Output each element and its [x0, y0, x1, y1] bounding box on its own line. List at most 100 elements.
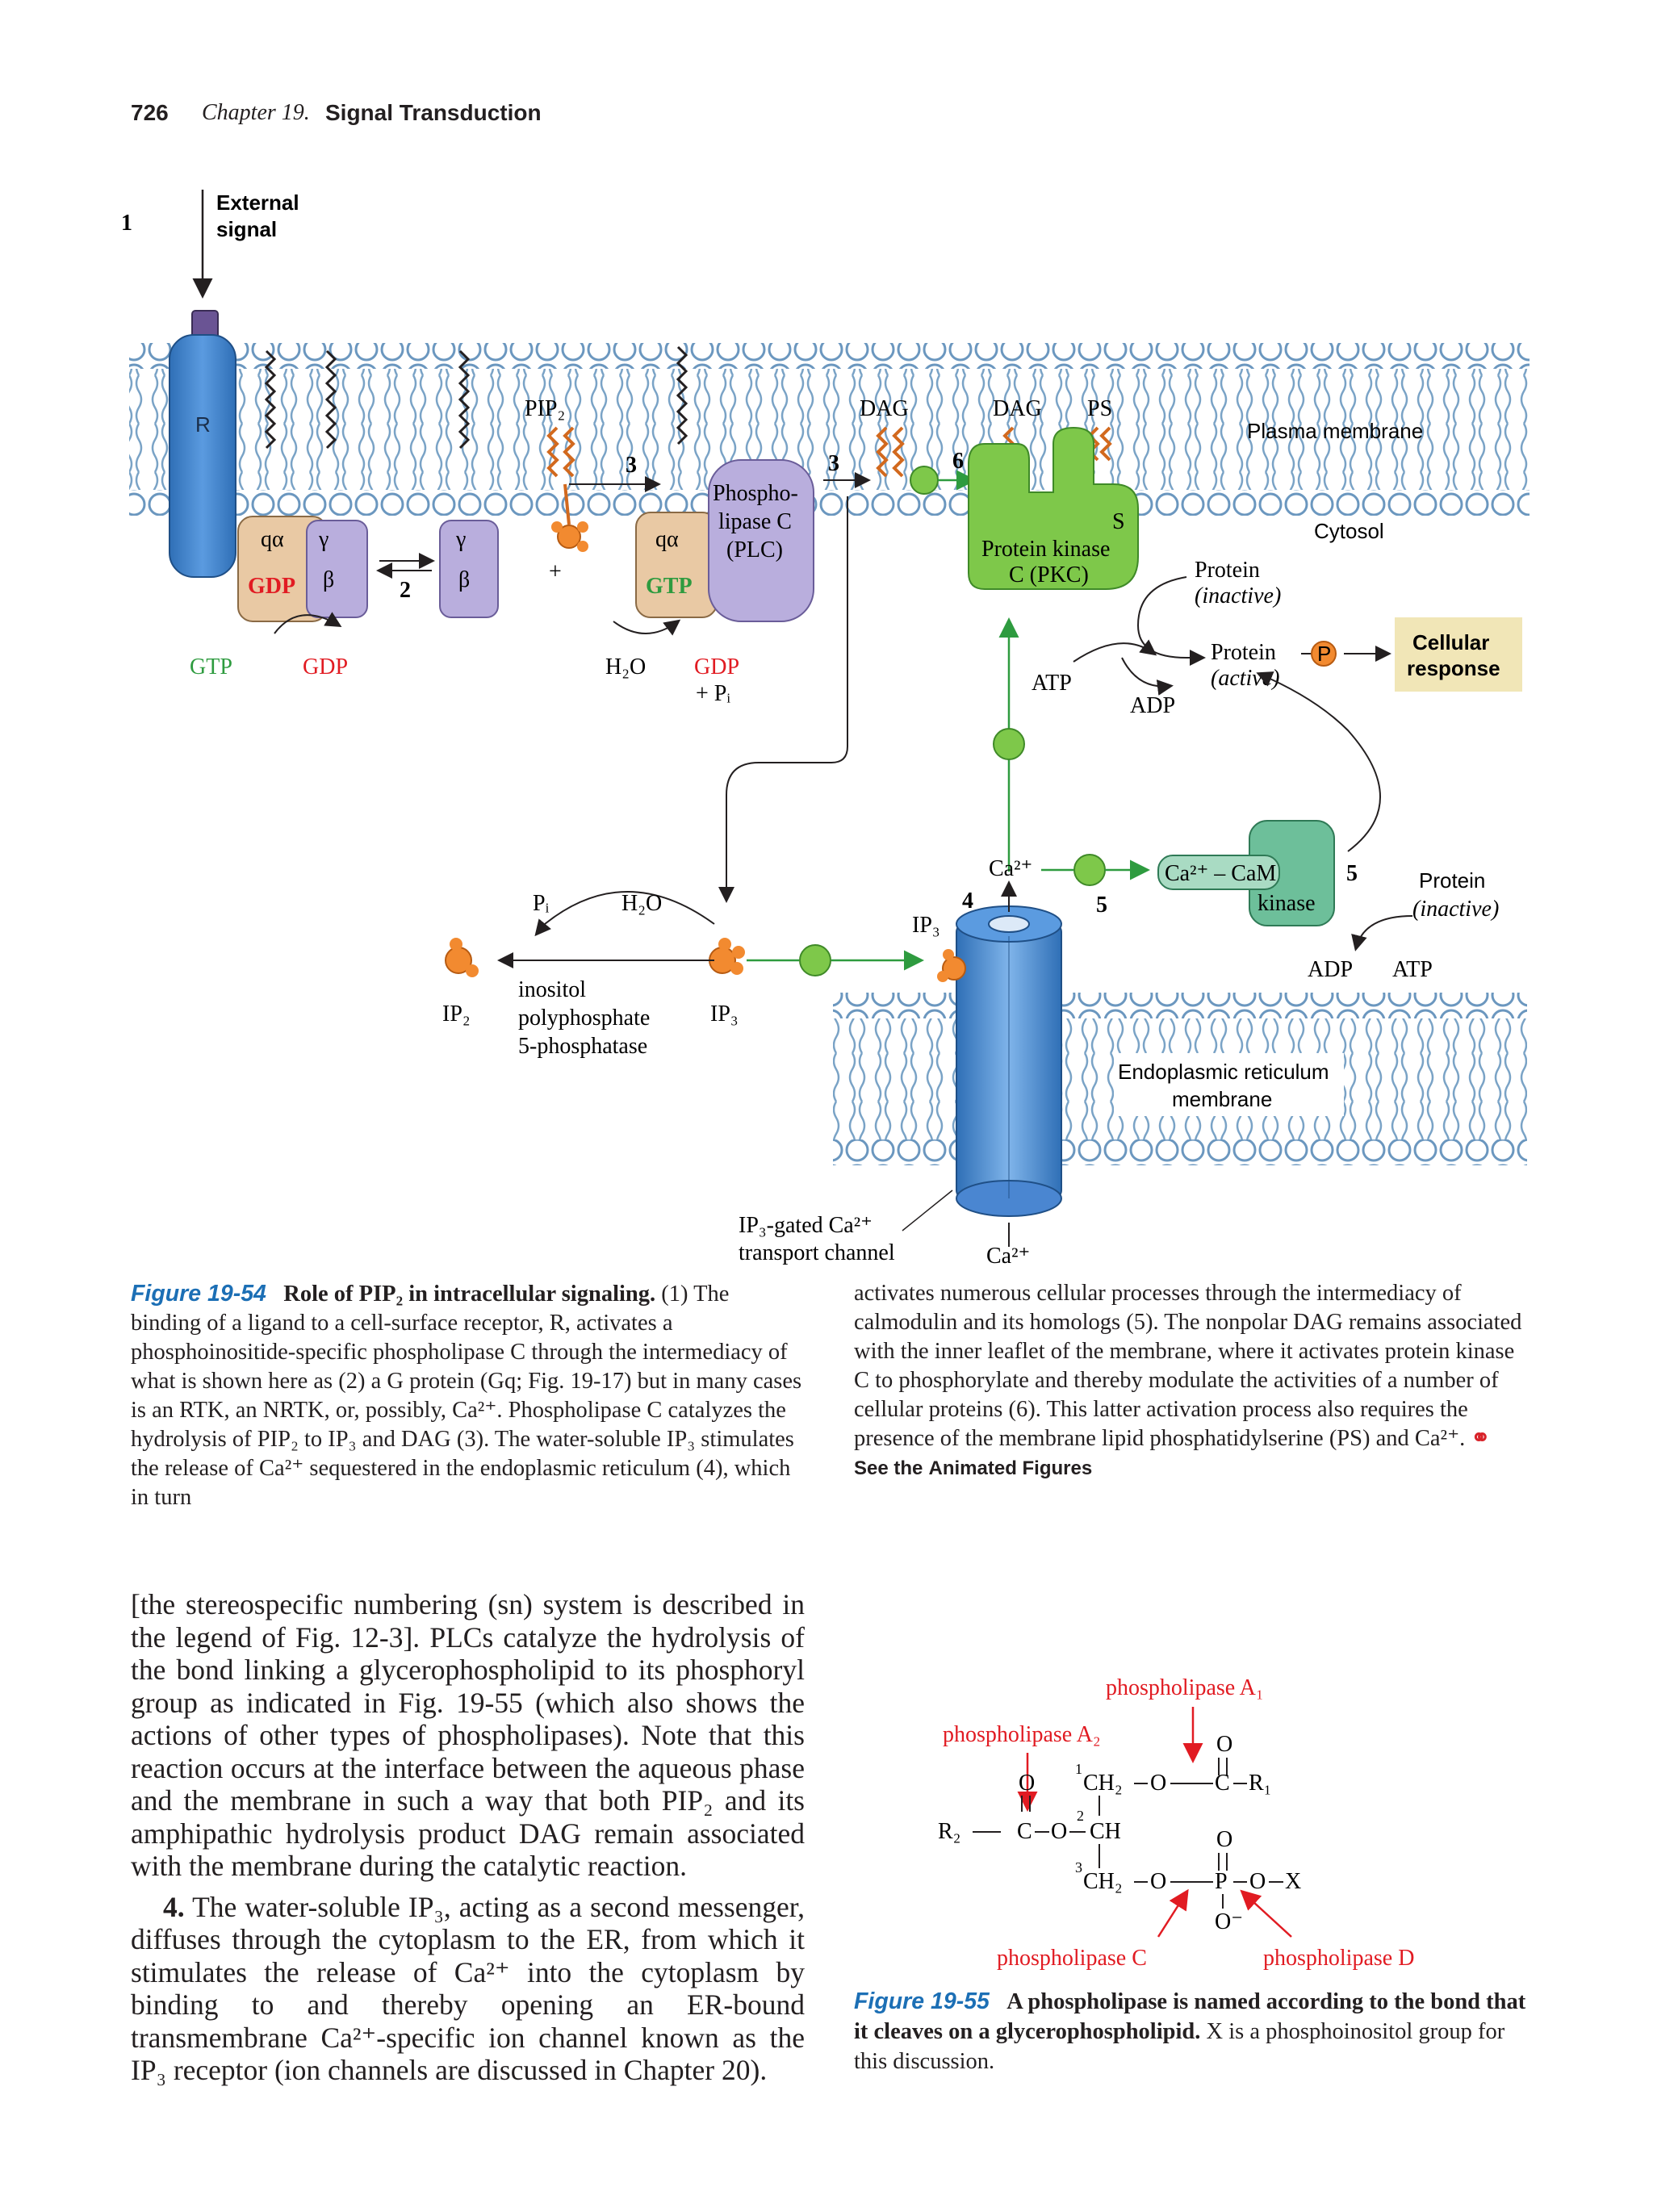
svg-text:O: O [1249, 1869, 1266, 1894]
gq-gtp-active: qα GTP [635, 512, 718, 618]
section-title: Signal Transduction [325, 100, 542, 125]
ps-label: PS [1087, 396, 1112, 421]
gdp-label: GDP [303, 654, 348, 679]
pi-release-label: + Pᵢ [696, 681, 730, 706]
ca-lower-label: Ca²⁺ [986, 1244, 1030, 1269]
gtp-label: GTP [190, 654, 232, 679]
cytosol-label: Cytosol [1314, 519, 1384, 543]
svg-text:γ: γ [455, 527, 466, 552]
figure-19-54-caption-text-right: activates numerous cellular processes th… [854, 1281, 1522, 1451]
svg-text:CH: CH [1090, 1819, 1121, 1844]
figure-19-54-title: Role of PIP₂ in intracellular signaling. [283, 1282, 656, 1307]
phospholipase-a1-label: phospholipase A₁ [1106, 1675, 1264, 1700]
gdp-release-label: GDP [694, 654, 739, 679]
svg-text:β: β [458, 567, 470, 592]
step-4-number: 4. [163, 1890, 185, 1923]
plasma-membrane-label: Plasma membrane [1247, 419, 1423, 443]
g-beta-gamma: γ β [439, 520, 499, 618]
svg-text:β: β [323, 567, 334, 592]
phospholipase-d-label: phospholipase D [1263, 1946, 1414, 1971]
svg-text:O: O [1150, 1771, 1166, 1796]
step-4-label: 4 [962, 889, 973, 914]
figure-19-55-caption: Figure 19-55 A phospholipase is named ac… [854, 1987, 1528, 2076]
svg-text:Ca²⁺ – CaM: Ca²⁺ – CaM [1165, 861, 1276, 886]
phosphate-icon [1311, 641, 1337, 667]
cam-kinase: Ca²⁺ – CaM kinase [1157, 820, 1335, 926]
svg-text:qα: qα [261, 527, 284, 552]
ca-ion-ip3 [799, 944, 831, 976]
phosphatase-line-2: polyphosphate [518, 1006, 650, 1031]
svg-text:O: O [1150, 1869, 1166, 1894]
protein-inactive-state: (inactive) [1195, 583, 1281, 608]
adp-label: ADP [1130, 693, 1175, 718]
phosphatase-line-1: inositol [518, 977, 586, 1002]
external-signal-line-2: signal [216, 217, 277, 241]
figure-19-55-tag: Figure 19-55 [854, 1988, 990, 2014]
svg-text:C: C [1017, 1819, 1032, 1844]
receptor-label: R [195, 412, 211, 437]
phosphatase-line-3: 5-phosphatase [518, 1034, 647, 1059]
ip2-label: IP₂ [442, 1001, 471, 1027]
step-6-label: 6 [952, 449, 964, 474]
see-the-link[interactable]: See the [854, 1457, 923, 1479]
er-membrane-label-1: Endoplasmic reticulum [1118, 1060, 1329, 1084]
svg-text:X: X [1285, 1869, 1301, 1894]
svg-text:R₁: R₁ [1249, 1771, 1271, 1796]
svg-text:O: O [1051, 1819, 1067, 1844]
pi-label: Pᵢ [533, 891, 550, 916]
body-paragraph-2-text: The water-soluble IP₃, acting as a secon… [131, 1890, 806, 2087]
h2o-2-label: H₂O [621, 891, 662, 916]
gdp-bound-label: GDP [248, 574, 295, 599]
body-paragraph-1: [the stereospecific numbering (sn) syste… [131, 1588, 805, 1882]
atp-label: ATP [1032, 671, 1072, 696]
figure-19-54-caption-text-left: (1) The binding of a ligand to a cell-su… [131, 1282, 802, 1510]
plasma-membrane [129, 343, 1530, 516]
dag-label-1: DAG [860, 396, 909, 421]
ca-ion-membrane [910, 466, 939, 495]
animated-figures-link[interactable]: Animated Figures [928, 1457, 1093, 1479]
ip3-bound [937, 949, 966, 982]
figure-19-54-caption-right: activates numerous cellular processes th… [854, 1279, 1524, 1483]
figure-19-54-caption-left: Figure 19-54 Role of PIP₂ in intracellul… [131, 1279, 805, 1512]
svg-text:Protein kinase: Protein kinase [981, 537, 1110, 562]
atp-2-label: ATP [1392, 957, 1433, 982]
figure-19-55-diagram: phospholipase A₁ phospholipase A₂ O O 1 … [938, 1675, 1414, 1971]
svg-text:C (PKC): C (PKC) [1009, 562, 1089, 587]
animated-figure-icon[interactable]: ⚭ [1471, 1426, 1491, 1451]
adp-2-label: ADP [1308, 957, 1353, 982]
svg-text:R₂: R₂ [938, 1819, 960, 1844]
chapter-label: Chapter 19. [202, 100, 310, 125]
svg-text:qα: qα [655, 527, 679, 552]
page-number: 726 [131, 100, 169, 125]
svg-text:3: 3 [1075, 1859, 1082, 1875]
cellular-response-line-2: response [1407, 656, 1500, 680]
svg-text:CH₂: CH₂ [1083, 1771, 1123, 1796]
ip3-label: IP₃ [710, 1001, 739, 1027]
svg-text:O⁻: O⁻ [1215, 1909, 1243, 1934]
svg-text:C: C [1215, 1771, 1230, 1796]
protein-active-label: Protein [1211, 640, 1276, 665]
cellular-response-box [1395, 617, 1522, 692]
body-text-column: [the stereospecific numbering (sn) syste… [131, 1588, 805, 2087]
ip3-upper-label: IP₃ [912, 913, 940, 938]
channel-label-2: transport channel [739, 1240, 895, 1265]
step-1-label: 1 [121, 211, 132, 236]
g-protein-inactive: qα γ β GDP [237, 516, 368, 622]
step-5a-label: 5 [1346, 861, 1358, 886]
ip3-molecule [709, 938, 745, 975]
svg-text:kinase: kinase [1258, 891, 1316, 916]
figure-19-54-diagram: 1 External signal Plasma membrane Cytoso… [121, 190, 1530, 1269]
ca-ion-to-cam [1073, 854, 1106, 886]
ca-ion-rising [993, 728, 1025, 760]
step-3b-label: 3 [828, 451, 839, 476]
figure-19-54-tag: Figure 19-54 [131, 1281, 266, 1307]
phospholipase-c-label: phospholipase C [997, 1946, 1147, 1971]
protein-inactive-label: Protein [1195, 558, 1260, 583]
figure-19-55-title: A phospholipase is named according to th… [854, 1989, 1526, 2044]
step-3a-label: 3 [626, 453, 637, 478]
figure-19-55-caption-text: X is a phosphoinositol group for this di… [854, 2019, 1505, 2074]
protein-kinase-c: S Protein kinase C (PKC) [968, 426, 1139, 590]
svg-text:Phospho-: Phospho- [713, 481, 798, 506]
svg-text:O: O [1019, 1771, 1035, 1796]
svg-text:O: O [1216, 1732, 1232, 1757]
